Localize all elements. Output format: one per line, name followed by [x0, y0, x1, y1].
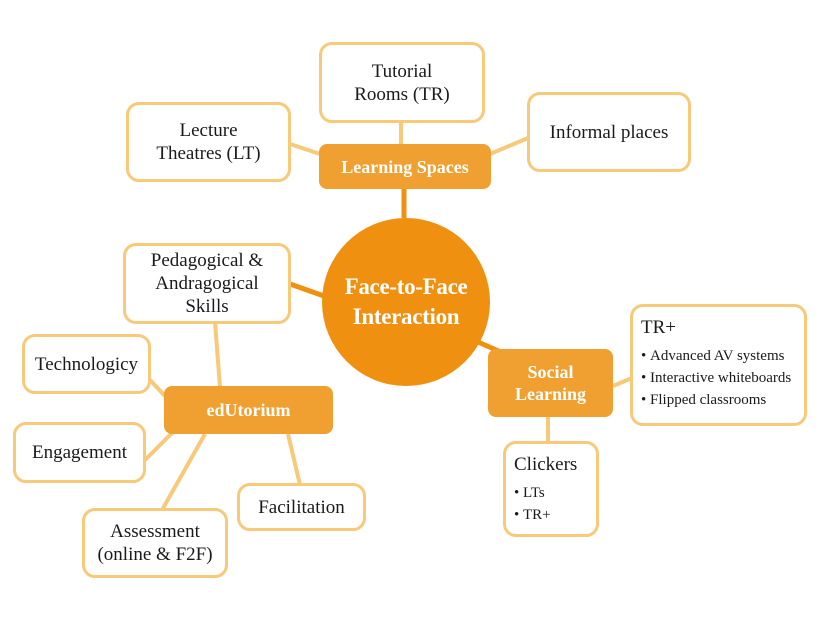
hub-edutorium: edUtorium — [164, 386, 333, 434]
center-line: Interaction — [352, 304, 460, 329]
bullet-list: Advanced AV systems Interactive whiteboa… — [641, 345, 791, 411]
leaf-heading: Clickers — [514, 454, 578, 475]
leaf-label: Theatres (LT) — [156, 143, 261, 164]
leaf-tutorial-rooms: Tutorial Rooms (TR) — [319, 42, 485, 123]
connector-tr-plus — [612, 376, 633, 388]
leaf-tr-plus: TR+ Advanced AV systems Interactive whit… — [630, 304, 807, 426]
connector-technologicy — [148, 378, 167, 398]
bullet-item: LTs — [514, 482, 551, 504]
hub-learning-spaces: Learning Spaces — [319, 144, 491, 189]
leaf-label: Pedagogical & — [150, 250, 264, 271]
leaf-label: Andragogical — [155, 273, 259, 294]
leaf-technologicy: Technologicy — [22, 334, 151, 394]
hub-label: Social — [527, 362, 574, 382]
leaf-facilitation: Facilitation — [237, 483, 366, 531]
connector-edutorium — [289, 281, 325, 299]
leaf-label: Informal places — [549, 121, 669, 143]
hub-label: Learning Spaces — [341, 156, 469, 177]
leaf-label: (online & F2F) — [97, 544, 213, 565]
connector-facilitation — [286, 433, 302, 486]
connector-pedagogical-skills — [213, 321, 222, 388]
leaf-label: Facilitation — [258, 496, 345, 518]
bullet-item: Flipped classrooms — [641, 389, 791, 411]
bullet-item: Interactive whiteboards — [641, 367, 791, 389]
connector-informal-places — [489, 136, 529, 156]
leaf-clickers: Clickers LTs TR+ — [503, 441, 599, 537]
leaf-lecture-theatres: Lecture Theatres (LT) — [126, 102, 291, 182]
connector-assessment — [160, 433, 207, 511]
leaf-label: Engagement — [32, 442, 127, 463]
leaf-engagement: Engagement — [13, 422, 146, 483]
hub-label: edUtorium — [206, 400, 291, 420]
connector-engagement — [143, 428, 177, 462]
center-line: Face-to-Face — [344, 274, 468, 299]
hub-social-learning: Social Learning — [488, 349, 613, 417]
leaf-assessment: Assessment (online & F2F) — [82, 508, 228, 578]
bullet-list: LTs TR+ — [514, 482, 551, 526]
leaf-informal-places: Informal places — [527, 92, 691, 172]
bullet-item: Advanced AV systems — [641, 345, 791, 367]
leaf-heading: TR+ — [641, 317, 676, 338]
center-node: Face-to-Face Interaction — [322, 218, 490, 386]
leaf-label: Skills — [185, 296, 229, 317]
leaf-label: Technologicy — [34, 353, 139, 375]
leaf-label: Tutorial — [371, 60, 433, 82]
leaf-label: Assessment — [110, 521, 200, 542]
hub-label: Learning — [514, 384, 586, 404]
leaf-label: Lecture — [179, 120, 238, 141]
bullet-item: TR+ — [514, 504, 551, 526]
leaf-pedagogical-skills: Pedagogical & Andragogical Skills — [123, 243, 291, 324]
leaf-label: Rooms (TR) — [354, 83, 450, 105]
connector-lecture-theatres — [289, 142, 321, 156]
